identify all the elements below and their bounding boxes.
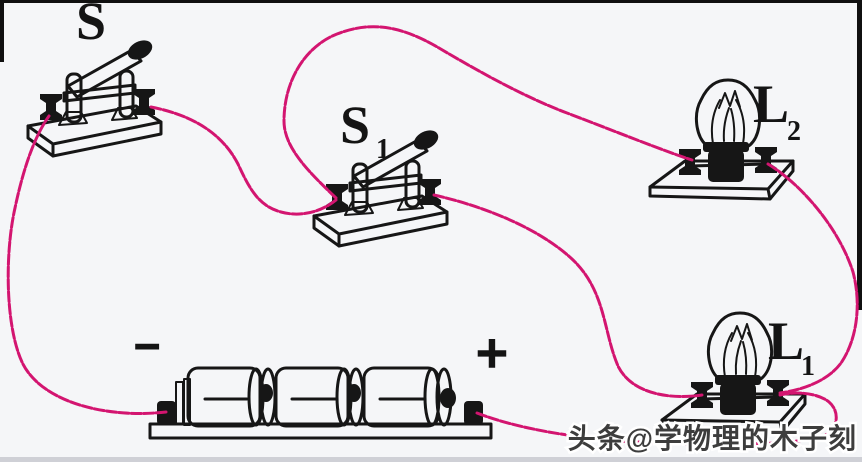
wire-battery-neg-to-switch-s	[6, 114, 168, 415]
top-edge	[0, 0, 862, 3]
wire-switch-s1-to-lamp-l2	[282, 25, 694, 200]
battery-pack	[148, 366, 493, 440]
battery-base-plate	[148, 422, 493, 440]
cell-nub	[259, 384, 273, 402]
label-battery-positive: +	[476, 323, 508, 385]
battery-terminal-positive	[464, 401, 483, 425]
label-lamp-l2-sub: 2	[787, 116, 801, 147]
cell-cap	[423, 367, 441, 427]
left-edge	[0, 0, 4, 62]
cell-end-plate-outer	[175, 381, 184, 425]
cell-nub	[440, 388, 456, 408]
label-switch-s1-sub: 1	[376, 134, 390, 165]
label-lamp-l1: L	[768, 311, 804, 371]
wire-lamp-l2-to-lamp-l1	[766, 162, 859, 395]
wire-switch-s-to-switch-s1	[149, 105, 338, 216]
label-switch-s1: S	[340, 95, 370, 155]
wire-battery-pos-to-lamp-l1	[475, 391, 838, 446]
cell-nub	[347, 384, 361, 402]
wire-switch-s1-to-lamp-l1	[432, 193, 704, 398]
watermark-text: 头条@学物理的木子刻	[568, 422, 857, 454]
right-edge	[857, 0, 862, 310]
label-lamp-l2: L	[753, 74, 789, 134]
switch-s-icon	[28, 37, 161, 156]
bottom-edge	[0, 457, 862, 462]
wires	[6, 25, 859, 446]
labels: S S 1 L 2 L 1 − +	[76, 0, 815, 386]
label-lamp-l1-sub: 1	[801, 351, 815, 382]
label-switch-s: S	[76, 0, 106, 51]
label-battery-negative: −	[134, 321, 160, 372]
